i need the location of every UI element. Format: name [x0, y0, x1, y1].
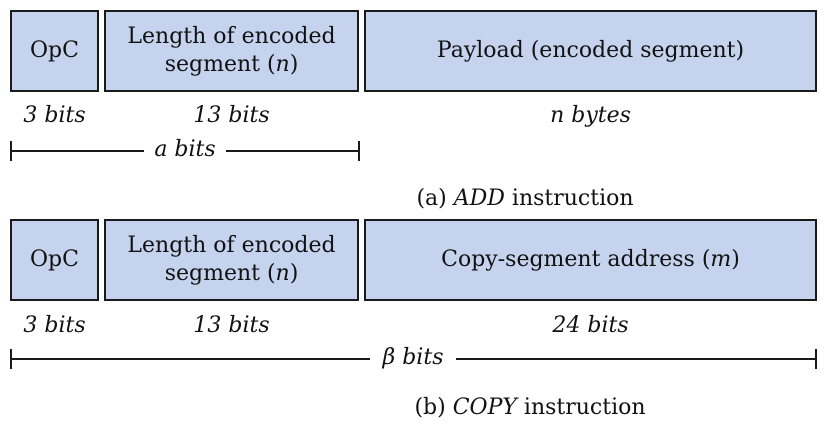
copy-caption: (b) COPY instruction: [414, 395, 646, 420]
add-payload-size: n bytes: [550, 103, 631, 128]
add-length-label: Length of encoded segment (n): [127, 24, 336, 77]
copy-address-label: Copy-segment address (m): [441, 247, 740, 272]
copy-opc-bits: 3 bits: [23, 313, 86, 338]
add-span-right-tick: [358, 141, 360, 161]
copy-length-bits: 13 bits: [193, 313, 270, 338]
add-opc-bits: 3 bits: [23, 103, 86, 128]
copy-address-bits: 24 bits: [552, 313, 629, 338]
add-length-bits: 13 bits: [193, 103, 270, 128]
add-span-label: a bits: [144, 137, 226, 162]
add-caption: (a) ADD instruction: [416, 186, 634, 211]
copy-address-field: Copy-segment address (m): [364, 219, 817, 301]
copy-length-field: Length of encoded segment (n): [104, 219, 359, 301]
add-length-field: Length of encoded segment (n): [104, 10, 359, 92]
copy-length-label: Length of encoded segment (n): [127, 233, 336, 286]
copy-span-right-tick: [815, 349, 817, 369]
add-opc-label: OpC: [30, 38, 79, 63]
copy-opc-field: OpC: [10, 219, 99, 301]
copy-opc-label: OpC: [30, 247, 79, 272]
add-payload-field: Payload (encoded segment): [364, 10, 817, 92]
add-payload-label: Payload (encoded segment): [436, 38, 745, 63]
add-opc-field: OpC: [10, 10, 99, 92]
copy-span-label: β bits: [370, 345, 456, 370]
